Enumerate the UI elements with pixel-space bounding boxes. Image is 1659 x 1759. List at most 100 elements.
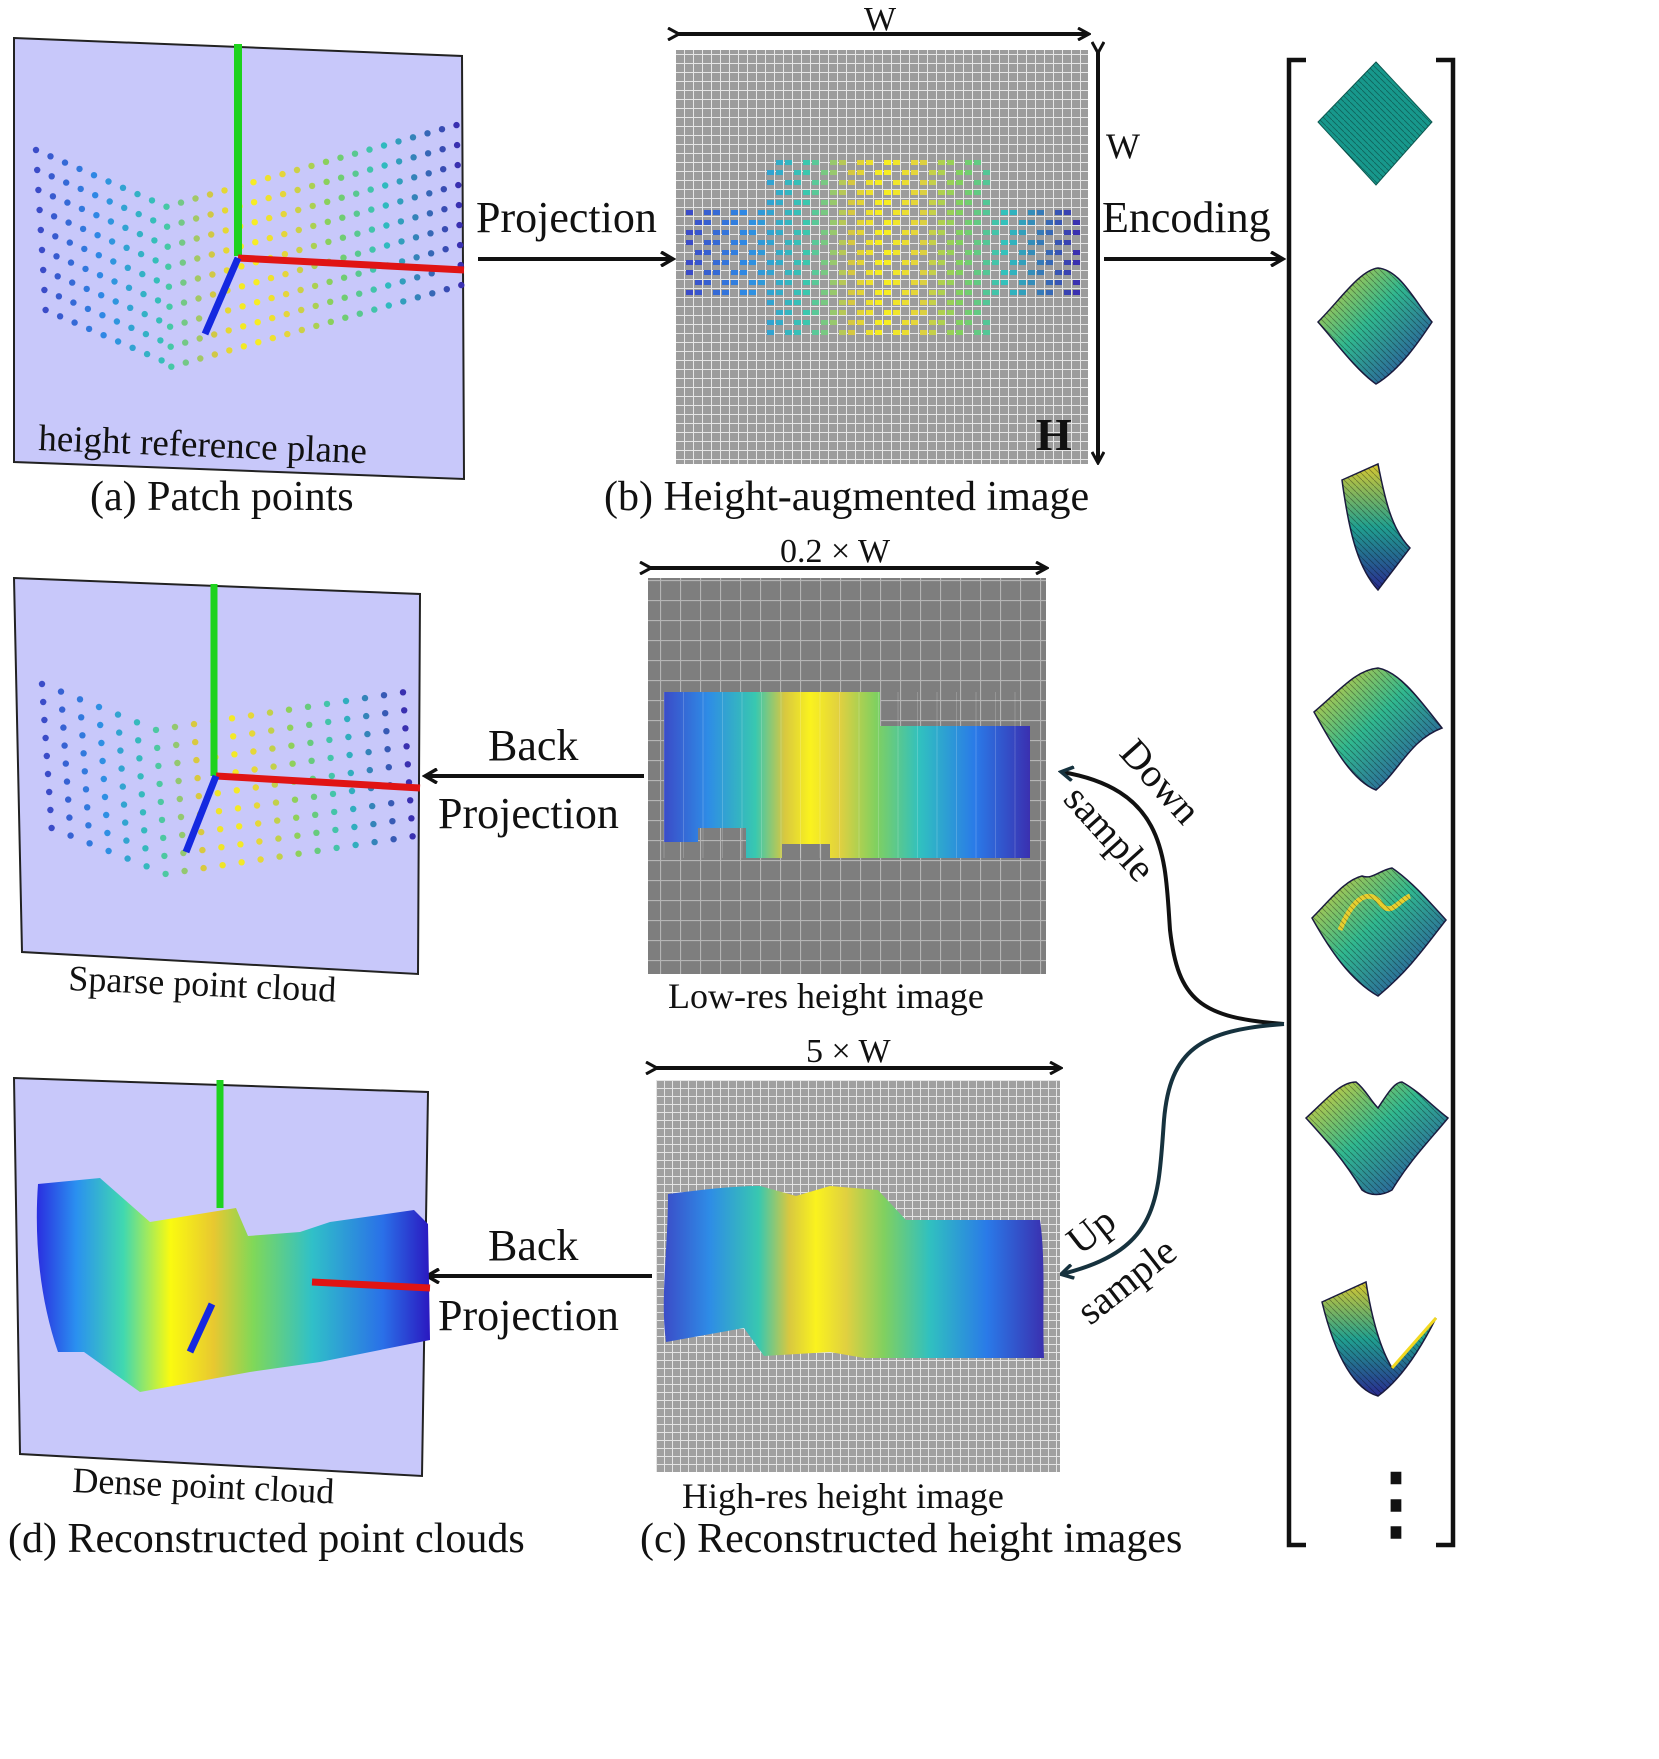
point-dot — [96, 272, 104, 279]
point-dot — [281, 250, 289, 258]
height-cell — [866, 160, 873, 165]
point-dot — [342, 314, 349, 321]
point-dot — [370, 286, 377, 293]
height-cell — [839, 220, 846, 225]
point-dot — [382, 182, 389, 189]
height-cell — [713, 240, 720, 245]
point-dot — [168, 363, 175, 370]
height-cell — [830, 320, 837, 325]
height-cell — [884, 250, 891, 255]
height-cell — [839, 330, 846, 335]
height-cell — [821, 200, 828, 205]
point-dot — [324, 218, 331, 225]
point-dot — [308, 162, 315, 170]
height-cell — [794, 230, 801, 235]
point-dot — [367, 186, 374, 193]
height-cell — [1010, 240, 1017, 245]
point-dot — [209, 291, 217, 298]
point-dot — [37, 226, 44, 234]
point-dot — [440, 186, 447, 193]
point-dot — [79, 225, 87, 233]
point-dot — [266, 214, 273, 222]
height-cell — [794, 180, 801, 185]
point-dot — [383, 242, 391, 249]
point-dot — [228, 715, 236, 722]
peaks-basis-icon — [1304, 1081, 1450, 1196]
point-dot — [143, 350, 151, 358]
height-cell — [974, 160, 981, 165]
point-dot — [161, 852, 168, 860]
height-cell — [758, 240, 765, 245]
ellipsis-glyph: ⋮ — [1356, 1460, 1436, 1548]
width-label-high: 5 × W — [806, 1033, 892, 1070]
point-dot — [111, 278, 118, 285]
point-dot — [99, 312, 106, 319]
height-cell — [893, 310, 900, 315]
point-dot — [399, 689, 407, 696]
height-cell — [767, 300, 774, 305]
point-dot — [158, 357, 165, 364]
height-cell — [983, 290, 990, 295]
height-cell — [722, 290, 729, 295]
height-cell — [686, 230, 693, 235]
point-dot — [119, 184, 127, 191]
height-cell — [884, 160, 891, 165]
height-cell — [929, 300, 936, 305]
point-dot — [287, 724, 294, 731]
height-cell — [785, 310, 792, 315]
point-dot — [133, 719, 141, 726]
height-cell — [1028, 250, 1035, 255]
point-dot — [195, 792, 202, 800]
height-cell — [839, 160, 846, 165]
point-dot — [390, 836, 397, 843]
height-cell — [893, 190, 900, 195]
point-dot — [282, 270, 289, 278]
height-cell — [767, 230, 774, 235]
height-cell — [1073, 250, 1080, 255]
point-dot — [192, 195, 199, 202]
down-sample-curve — [1062, 772, 1285, 1026]
height-cell — [911, 320, 918, 325]
height-cell — [875, 260, 882, 265]
height-cell — [965, 170, 972, 175]
height-cell — [992, 260, 999, 265]
height-cell — [1037, 290, 1044, 295]
height-cell — [992, 290, 999, 295]
point-dot — [226, 347, 233, 354]
height-cell — [695, 280, 702, 285]
point-dot — [36, 206, 43, 214]
point-dot — [346, 751, 353, 759]
point-dot — [230, 733, 237, 740]
height-cell — [947, 250, 954, 255]
height-cell — [965, 260, 972, 265]
height-cell — [866, 330, 873, 335]
point-dot — [293, 166, 301, 174]
point-dot — [123, 837, 130, 844]
point-dot — [323, 700, 331, 708]
height-cell — [902, 180, 909, 185]
height-cell — [1037, 260, 1044, 265]
height-cell — [911, 190, 918, 195]
height-cell — [785, 180, 792, 185]
point-dot — [141, 827, 148, 834]
point-dot — [90, 172, 98, 179]
patch-points-dots — [32, 121, 465, 370]
point-dot — [312, 302, 319, 310]
point-dot — [105, 178, 112, 185]
point-dot — [411, 194, 418, 201]
point-dot — [409, 833, 416, 840]
sparse-point-cloud-panel — [12, 576, 422, 976]
height-cell — [911, 280, 918, 285]
height-cell — [884, 170, 891, 175]
point-dot — [269, 745, 276, 752]
height-cell — [938, 220, 945, 225]
height-cell — [911, 160, 918, 165]
point-dot — [139, 270, 146, 278]
point-dot — [42, 306, 49, 314]
point-dot — [288, 742, 295, 749]
height-cell — [956, 260, 963, 265]
height-cell — [740, 210, 747, 215]
height-cell — [830, 230, 837, 235]
right-bracket — [1436, 57, 1456, 1548]
caption-c: (c) Reconstructed height images — [640, 1516, 1182, 1562]
